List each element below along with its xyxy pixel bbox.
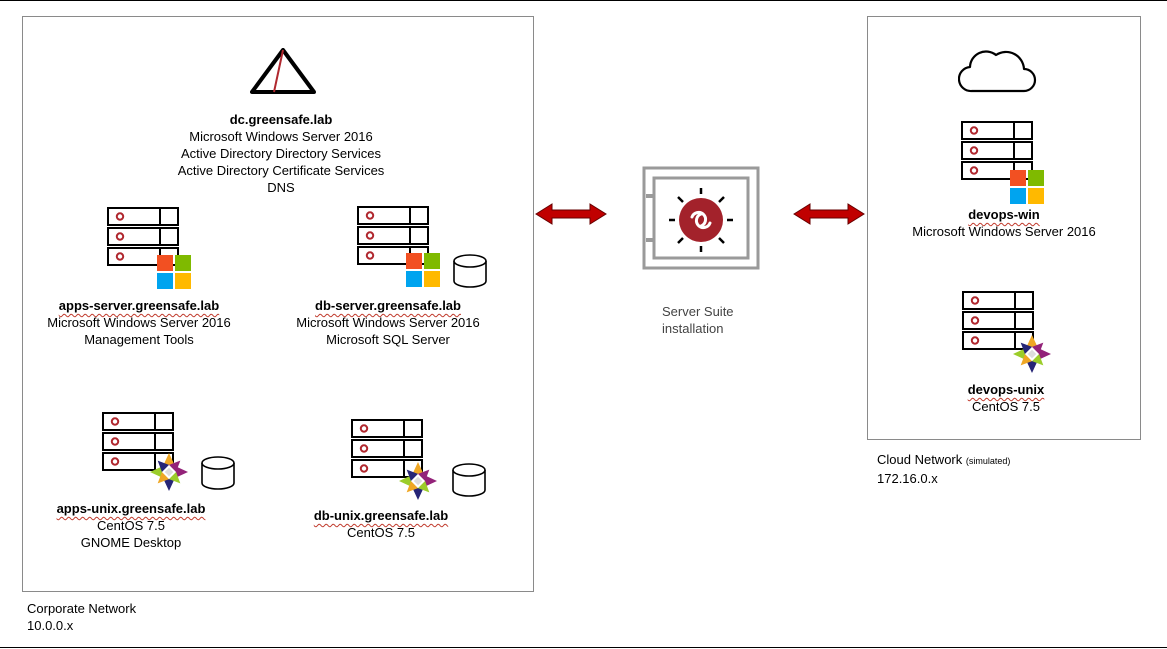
corporate-network-zone bbox=[22, 16, 534, 592]
windows-logo-icon bbox=[406, 253, 440, 287]
dc-role-adds: Active Directory Directory Services bbox=[180, 146, 382, 161]
apps-unix-os: CentOS 7.5 bbox=[97, 518, 165, 533]
db-server-node-text: db-server.greensafe.lab Microsoft Window… bbox=[268, 297, 508, 348]
windows-logo-icon bbox=[157, 255, 191, 289]
database-icon bbox=[452, 254, 488, 288]
windows-logo-icon bbox=[1010, 170, 1044, 204]
cloud-network-title: Cloud Network bbox=[877, 452, 963, 467]
dc-role-dns: DNS bbox=[267, 180, 295, 195]
devops-win-os: Microsoft Windows Server 2016 bbox=[912, 224, 1096, 239]
pyramid-icon bbox=[250, 48, 316, 98]
apps-unix-role: GNOME Desktop bbox=[80, 535, 182, 550]
double-arrow-icon bbox=[535, 203, 607, 225]
db-unix-os: CentOS 7.5 bbox=[347, 525, 415, 540]
centos-logo-icon bbox=[149, 452, 189, 492]
server-suite-label-line1: Server Suite bbox=[662, 304, 734, 319]
bottom-border-line bbox=[0, 647, 1167, 648]
apps-server-hostname: apps-server.greensafe.lab bbox=[58, 298, 220, 313]
vault-icon bbox=[642, 166, 760, 270]
cloud-icon bbox=[958, 45, 1038, 95]
top-border-line bbox=[0, 0, 1167, 1]
dc-os: Microsoft Windows Server 2016 bbox=[189, 129, 373, 144]
corporate-network-subnet: 10.0.0.x bbox=[27, 618, 74, 633]
cloud-network-note: (simulated) bbox=[965, 456, 1011, 466]
db-server-role: Microsoft SQL Server bbox=[326, 332, 450, 347]
apps-server-os: Microsoft Windows Server 2016 bbox=[47, 315, 231, 330]
apps-unix-hostname: apps-unix.greensafe.lab bbox=[56, 501, 206, 516]
apps-server-node-text: apps-server.greensafe.lab Microsoft Wind… bbox=[19, 297, 259, 348]
database-icon bbox=[200, 456, 236, 490]
db-unix-node-text: db-unix.greensafe.lab CentOS 7.5 bbox=[261, 507, 501, 541]
db-server-hostname: db-server.greensafe.lab bbox=[315, 298, 461, 313]
database-icon bbox=[451, 463, 487, 497]
devops-win-node-text: devops-win Microsoft Windows Server 2016 bbox=[884, 206, 1124, 240]
centos-logo-icon bbox=[1012, 334, 1052, 374]
devops-unix-os: CentOS 7.5 bbox=[972, 399, 1040, 414]
devops-unix-node-text: devops-unix CentOS 7.5 bbox=[886, 381, 1126, 415]
double-arrow-icon bbox=[793, 203, 865, 225]
apps-server-role: Management Tools bbox=[84, 332, 194, 347]
db-server-os: Microsoft Windows Server 2016 bbox=[296, 315, 480, 330]
dc-node-text: dc.greensafe.lab Microsoft Windows Serve… bbox=[161, 111, 401, 196]
corporate-network-title: Corporate Network bbox=[27, 601, 137, 616]
server-suite-label: Server Suite installation bbox=[662, 303, 734, 337]
db-unix-hostname: db-unix.greensafe.lab bbox=[313, 508, 449, 523]
server-suite-label-line2: installation bbox=[662, 321, 724, 336]
cloud-network-subnet: 172.16.0.x bbox=[877, 471, 938, 486]
devops-unix-hostname: devops-unix bbox=[967, 382, 1045, 397]
cloud-network-label: Cloud Network (simulated) 172.16.0.x bbox=[877, 451, 1010, 487]
dc-role-adcs: Active Directory Certificate Services bbox=[177, 163, 385, 178]
centos-logo-icon bbox=[398, 461, 438, 501]
dc-hostname: dc.greensafe.lab bbox=[229, 112, 333, 127]
devops-win-hostname: devops-win bbox=[968, 207, 1040, 222]
apps-unix-node-text: apps-unix.greensafe.lab CentOS 7.5 GNOME… bbox=[11, 500, 251, 551]
corporate-network-label: Corporate Network 10.0.0.x bbox=[27, 600, 136, 634]
